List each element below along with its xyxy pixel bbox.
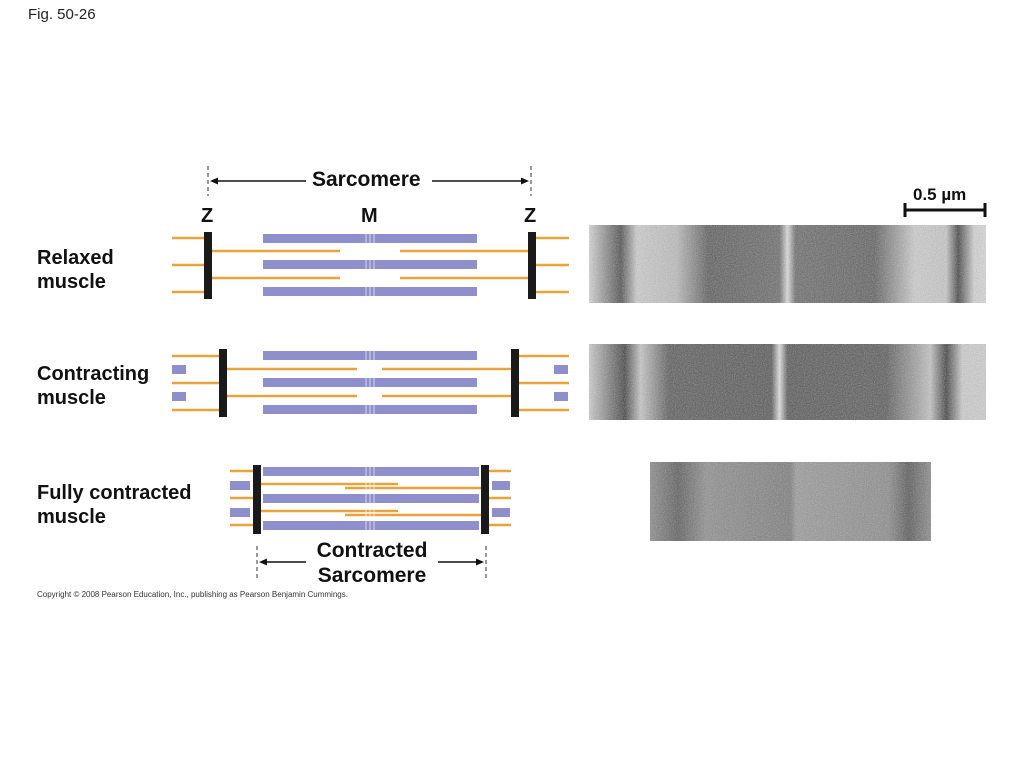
- row-label-line: Relaxed: [37, 247, 114, 269]
- fully-z-disc-left: [253, 465, 261, 534]
- micrograph-relaxed: [589, 225, 986, 303]
- sarcomere-dimension: [207, 166, 532, 196]
- contracted-label-line: Sarcomere: [317, 564, 427, 587]
- z-line-left-label: Z: [201, 205, 214, 227]
- row-label-relaxed: Relaxed muscle: [37, 246, 114, 294]
- fully-z-disc-right: [481, 465, 489, 534]
- micrograph-fully-contracted: [650, 462, 931, 541]
- row-label-fully-contracted: Fully contracted muscle: [37, 481, 191, 529]
- row-label-line: muscle: [37, 271, 106, 293]
- sarcomere-label: Sarcomere: [308, 168, 425, 192]
- contracting-thin-filaments: [172, 354, 569, 412]
- figure-label: Fig. 50-26: [28, 6, 96, 23]
- fully-thick-filaments: [230, 467, 510, 530]
- micrograph-contracting: [589, 344, 986, 420]
- z-line-right-label: Z: [524, 205, 537, 227]
- relaxed-sarcomere: [172, 228, 569, 300]
- scale-bar: [903, 203, 987, 217]
- contracting-sarcomere: [172, 346, 569, 418]
- fully-contracted-sarcomere: [230, 462, 511, 534]
- contracted-label-line: Contracted: [316, 539, 428, 562]
- relaxed-z-disc-left: [204, 232, 212, 299]
- contracting-z-disc-right: [511, 349, 519, 417]
- row-label-line: Contracting: [37, 363, 150, 385]
- contracted-sarcomere-label: Contracted Sarcomere: [300, 538, 444, 588]
- row-label-line: muscle: [37, 387, 106, 409]
- fully-thin-filaments: [230, 469, 511, 527]
- contracted-sarcomere-dimension: [256, 546, 487, 578]
- scale-bar-label: 0.5 µm: [913, 185, 967, 204]
- relaxed-z-disc-right: [528, 232, 536, 299]
- row-label-line: muscle: [37, 506, 106, 528]
- row-label-line: Fully contracted: [37, 482, 192, 504]
- relaxed-thin-filaments: [172, 236, 569, 294]
- row-label-contracting: Contracting muscle: [37, 362, 149, 410]
- copyright-notice: Copyright © 2008 Pearson Education, Inc.…: [37, 590, 348, 599]
- contracting-z-disc-left: [219, 349, 227, 417]
- m-line-label: M: [361, 205, 378, 227]
